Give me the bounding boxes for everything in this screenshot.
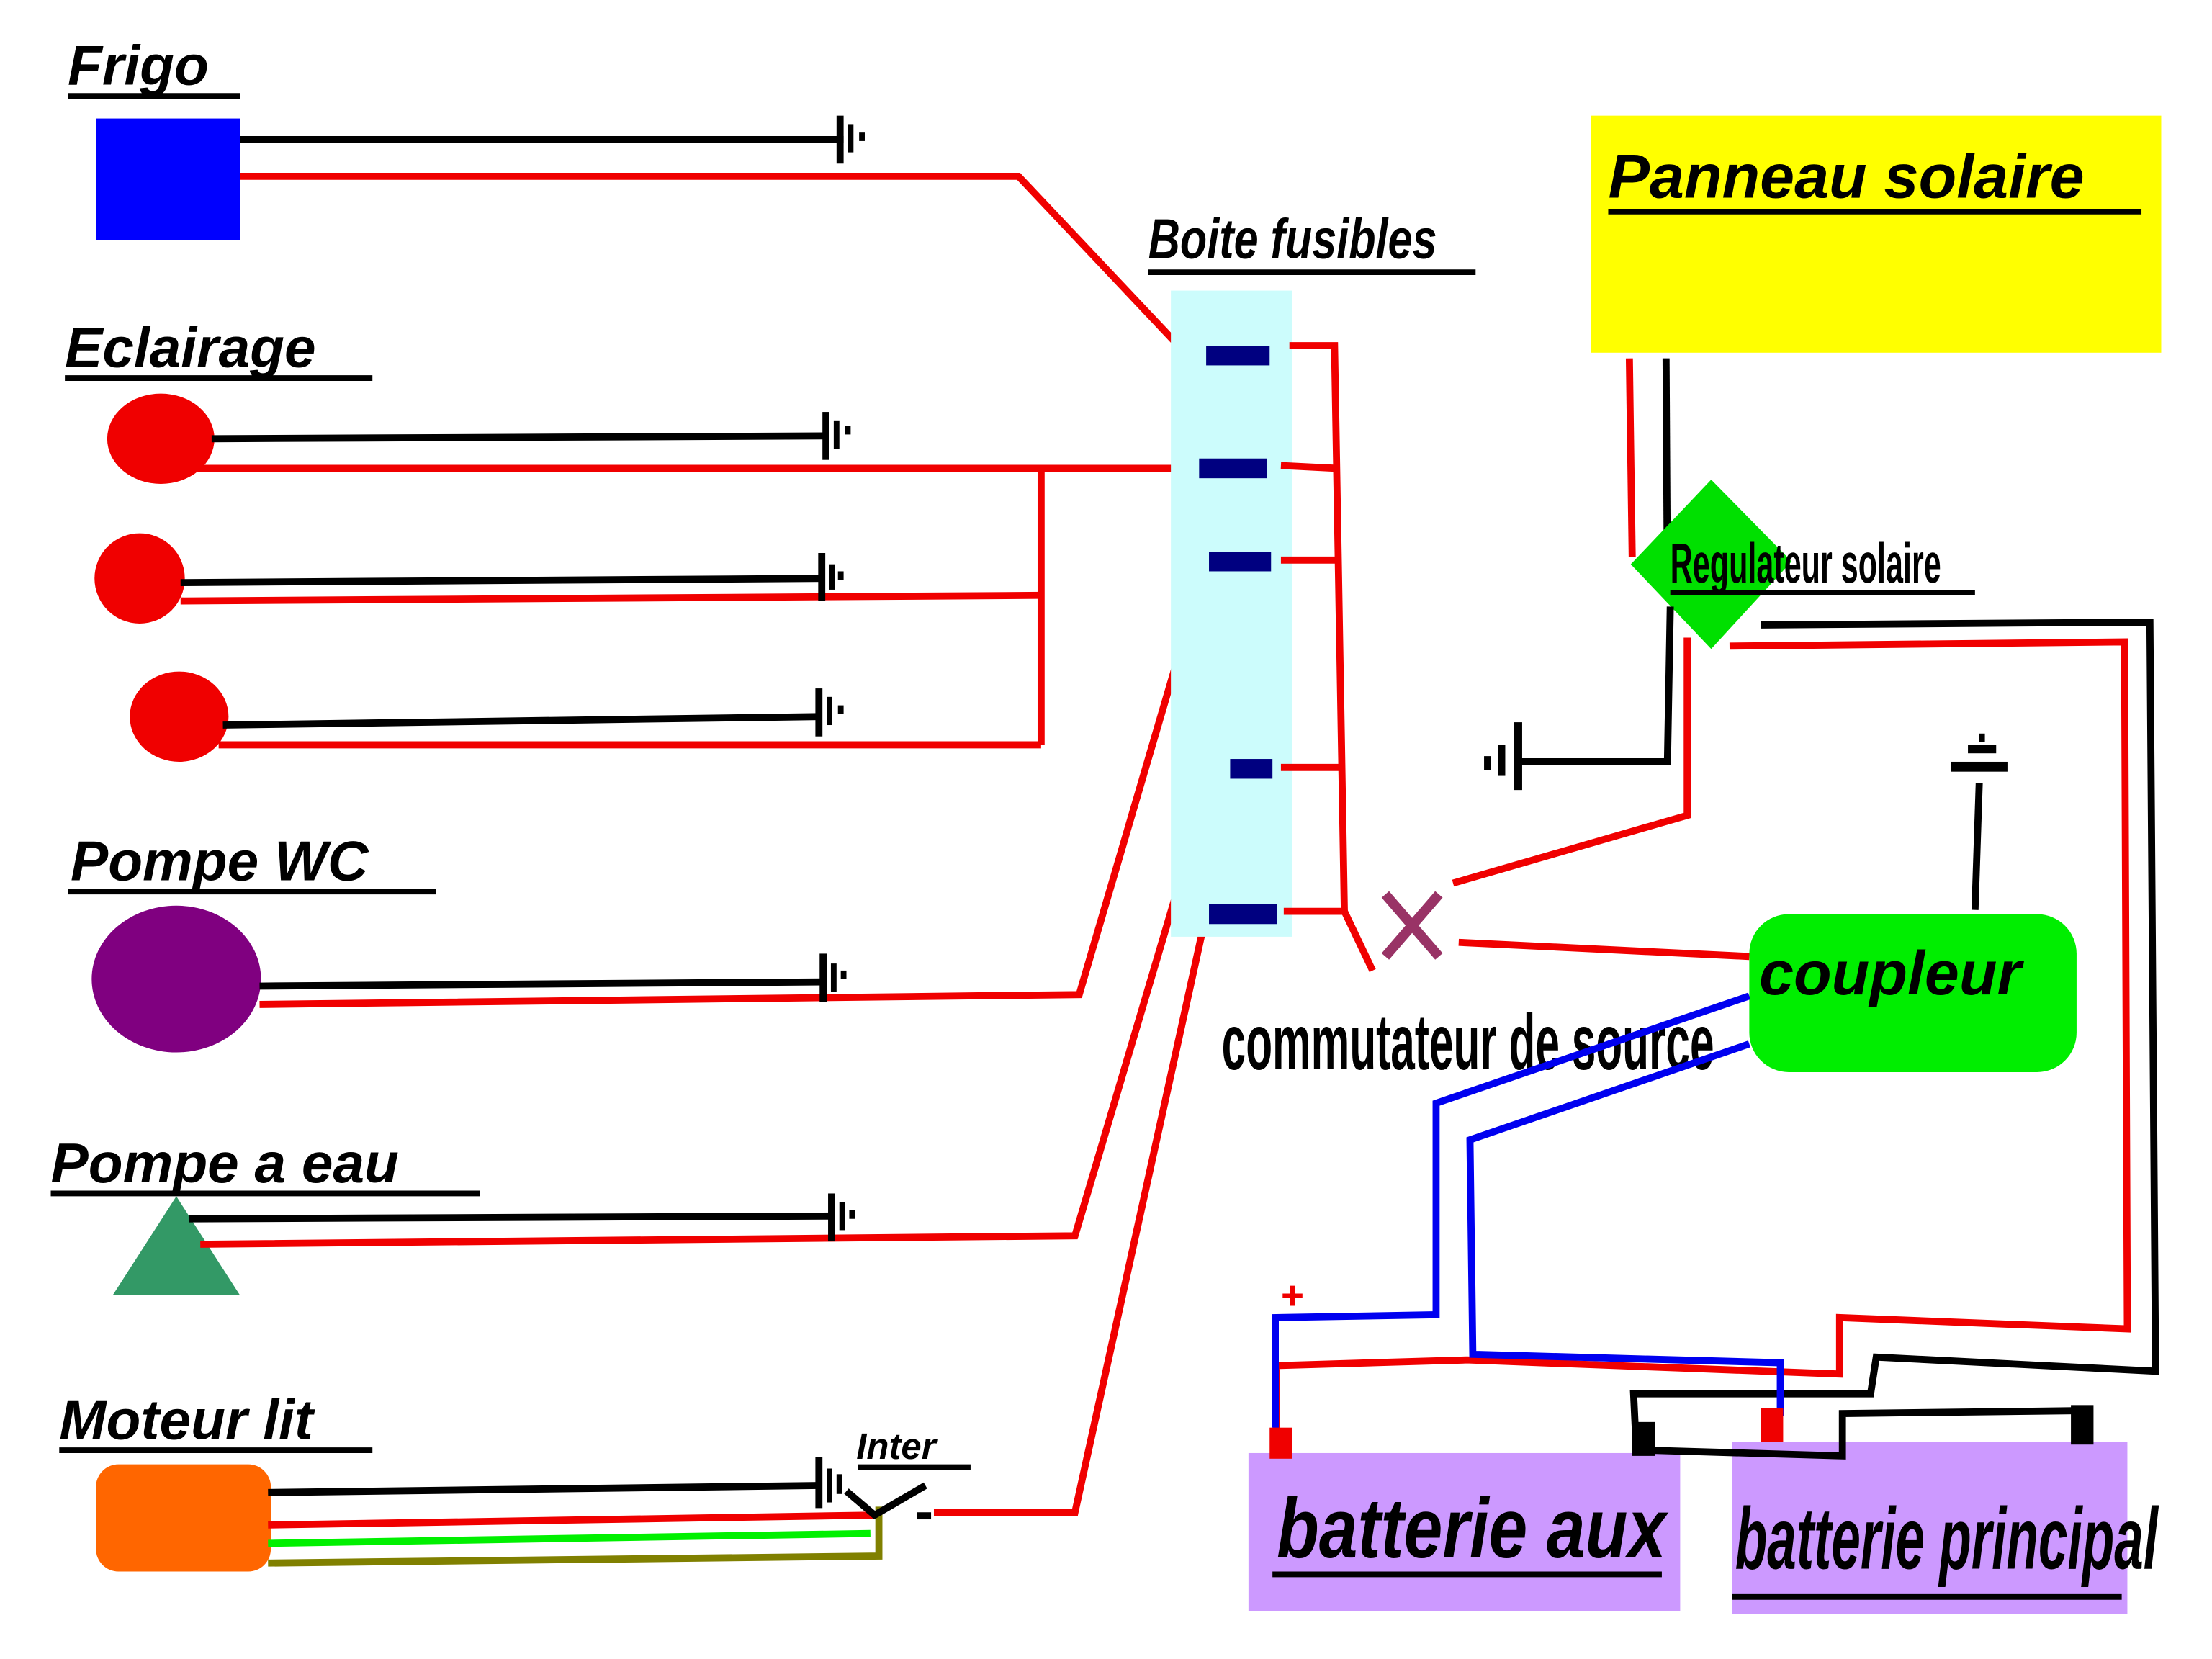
coupler-label: coupleur — [1759, 939, 2024, 1008]
positive-mark: + — [1281, 1273, 1304, 1318]
switch-contact-icon — [917, 1512, 932, 1520]
main-positive-wire — [1273, 638, 2131, 1437]
source-switch-label: commutateur de source — [1222, 998, 1714, 1087]
battery-link-negative-wire — [1647, 1407, 2074, 1460]
fuse-box-label: Boite fusibles — [1148, 207, 1437, 270]
solar-panel-label: Panneau solaire — [1608, 142, 2084, 211]
coupler-icon — [1749, 914, 2077, 1072]
switch-blade-icon — [844, 1482, 927, 1520]
source-switch[interactable]: commutateur de source — [1222, 891, 1714, 1087]
lamp-icon — [94, 533, 185, 624]
fuse-bus-wire — [1289, 342, 1348, 914]
pompe-wc-positive-wire — [259, 560, 1210, 1008]
coupler-to-switch-wire — [1458, 938, 1750, 961]
frigo-positive-wire — [240, 173, 1191, 359]
wc-pump-icon — [91, 905, 261, 1053]
battery-principal-positive-terminal — [1761, 1408, 1784, 1442]
ground-icon — [828, 1193, 855, 1242]
battery-aux-icon — [1248, 1452, 1681, 1611]
coupler-aux-wire — [1272, 992, 1750, 1428]
lamp-icon — [130, 671, 229, 762]
fuse-2-out-wire — [1280, 462, 1338, 472]
pompe-eau-label: Pompe a eau — [51, 1131, 399, 1195]
coupler-ground-wire — [1971, 783, 1983, 910]
coupler-main-wire — [1466, 1040, 1784, 1417]
fridge-icon — [96, 118, 240, 240]
battery-aux-positive-terminal — [1269, 1427, 1292, 1459]
pompe-eau-positive-wire — [200, 768, 1217, 1248]
pompe-wc-label: Pompe WC — [71, 830, 369, 893]
fuse-icon — [1199, 458, 1267, 479]
battery-aux-label: batterie aux — [1277, 1481, 1669, 1575]
solar-panel-icon — [1591, 115, 2162, 353]
ground-icon — [822, 412, 851, 460]
battery-principal-label: batterie principal — [1735, 1490, 2159, 1588]
lamp-2-positive-wire — [180, 591, 1041, 605]
moteur-lit-green-wire — [268, 1529, 871, 1547]
inter-label: Inter — [856, 1426, 938, 1467]
consumer-moteur-lit: Moteur lit Inter — [59, 913, 1210, 1572]
ground-icon — [815, 1457, 842, 1509]
regulator-ground-wire — [1521, 606, 1674, 765]
moteur-lit-positive-wire — [268, 1511, 875, 1529]
bed-motor-icon — [96, 1464, 271, 1572]
frigo-label: Frigo — [68, 34, 209, 97]
regulator-to-switch-wire — [1452, 637, 1691, 887]
fuse-icon — [1230, 759, 1273, 779]
lamp-1-negative-wire — [211, 432, 827, 443]
eclairage-label: Eclairage — [65, 315, 316, 379]
coupler: coupleur — [1749, 914, 2077, 1072]
ground-icon — [818, 553, 844, 601]
ground-icon — [836, 115, 865, 164]
pompe-wc-negative-wire — [259, 978, 824, 990]
fuse-5-out-wire — [1283, 907, 1376, 973]
lamp-2-negative-wire — [180, 575, 824, 587]
moteur-lit-feed-wire — [933, 913, 1210, 1516]
ground-icon — [815, 688, 844, 737]
moteur-lit-label: Moteur lit — [59, 1388, 315, 1451]
battery-principal-icon — [1732, 1442, 2128, 1614]
consumer-pompe-wc: Pompe WC — [68, 560, 1210, 1053]
ground-icon — [1484, 722, 1522, 791]
regulator-icon — [1630, 480, 1792, 649]
consumer-pompe-eau: Pompe a eau — [51, 768, 1217, 1295]
ground-icon — [1951, 733, 2008, 772]
main-negative-wire — [1629, 619, 2159, 1454]
pompe-eau-negative-wire — [189, 1212, 832, 1223]
ground-icon — [819, 953, 847, 1002]
fuse-icon — [1209, 552, 1272, 572]
fuse-icon — [1209, 904, 1277, 925]
fuse-box: Boite fusibles — [1148, 207, 1476, 973]
water-pump-icon — [112, 1196, 240, 1295]
moteur-lit-negative-wire — [268, 1482, 819, 1496]
consumer-frigo: Frigo — [68, 34, 1191, 359]
solar-positive-wire — [1625, 358, 1636, 557]
battery-principal: batterie principal — [1732, 1405, 2159, 1614]
battery-aux: batterie aux + — [1248, 1273, 1681, 1611]
solar-panel: Panneau solaire — [1591, 115, 2162, 353]
switch-inter[interactable]: Inter — [844, 1426, 971, 1520]
lamp-3-negative-wire — [222, 713, 819, 729]
regulator: Regulateur solaire — [1630, 480, 1975, 649]
regulator-label: Regulateur solaire — [1671, 533, 1941, 595]
fuse-icon — [1206, 346, 1270, 366]
battery-principal-negative-terminal — [2071, 1405, 2094, 1445]
moteur-lit-olive-wire — [268, 1506, 883, 1567]
fuse-box-panel — [1171, 290, 1292, 937]
lamp-icon — [107, 393, 215, 484]
consumer-eclairage: Eclairage — [65, 315, 1192, 762]
switch-x-icon — [1381, 891, 1443, 960]
